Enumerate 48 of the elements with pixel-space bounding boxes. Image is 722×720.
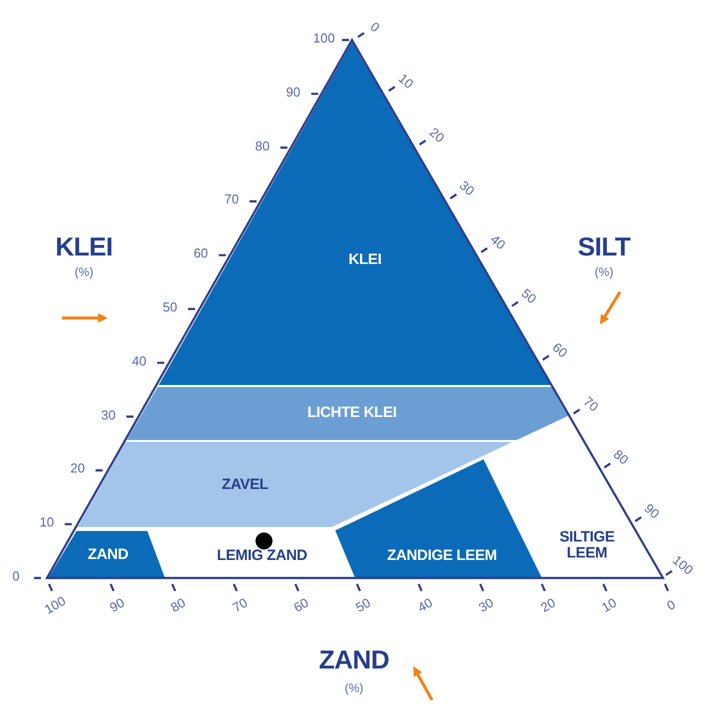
- region-label: LEMIG ZAND: [216, 548, 308, 564]
- tick-label: 20: [426, 124, 447, 145]
- tick-label: 100: [313, 30, 335, 46]
- tick-label: 90: [642, 500, 663, 522]
- region-label: ZAND: [88, 547, 128, 563]
- tick-label: 70: [230, 594, 250, 616]
- tick-label: 50: [352, 594, 374, 616]
- unit-label: (%): [74, 265, 94, 279]
- tick-label: 10: [40, 514, 54, 530]
- tick-label: 0: [12, 568, 20, 584]
- tick-label: 30: [101, 407, 116, 422]
- tick-label: 20: [538, 594, 558, 616]
- tick-label: 90: [286, 84, 300, 100]
- tick-label: 0: [367, 18, 383, 36]
- tick-label: 50: [518, 286, 540, 306]
- region-label: ZANDIGE LEEM: [387, 548, 497, 564]
- axis-title: SILT: [578, 232, 630, 262]
- tick-label: 70: [580, 393, 601, 414]
- tick-label: 30: [476, 594, 496, 616]
- tick-label: 90: [106, 594, 127, 616]
- tick-label: 10: [395, 70, 416, 92]
- unit-label: (%): [344, 681, 364, 695]
- tick-label: 100: [670, 552, 696, 578]
- tick-label: 60: [549, 339, 570, 360]
- soil-class-region: [334, 458, 543, 578]
- region-label: ZAVEL: [222, 477, 268, 493]
- region-label: SILTIGE LEEM: [558, 529, 616, 561]
- soil-class-region: [47, 530, 166, 578]
- tick-label: 40: [132, 353, 146, 368]
- tick-label: 10: [599, 594, 620, 616]
- tick-label: 30: [457, 178, 478, 199]
- tick-label: 70: [224, 192, 239, 207]
- tick-label: 20: [70, 460, 85, 476]
- tick-label: 80: [611, 447, 632, 468]
- axis-title: ZAND: [318, 644, 390, 676]
- tick-label: 60: [291, 594, 312, 616]
- tick-label: 40: [488, 232, 509, 253]
- tick-label: 40: [414, 594, 435, 616]
- axis-title: KLEI: [55, 232, 113, 262]
- region-label: KLEI: [348, 252, 382, 268]
- tick-label: 100: [42, 593, 68, 617]
- tick-label: 0: [664, 596, 678, 614]
- region-label: LICHTE KLEI: [307, 405, 397, 421]
- tick-label: 80: [255, 138, 270, 154]
- tick-label: 50: [162, 300, 178, 314]
- tick-label: 80: [168, 594, 188, 616]
- tick-label: 60: [194, 246, 208, 261]
- unit-label: (%): [594, 265, 614, 279]
